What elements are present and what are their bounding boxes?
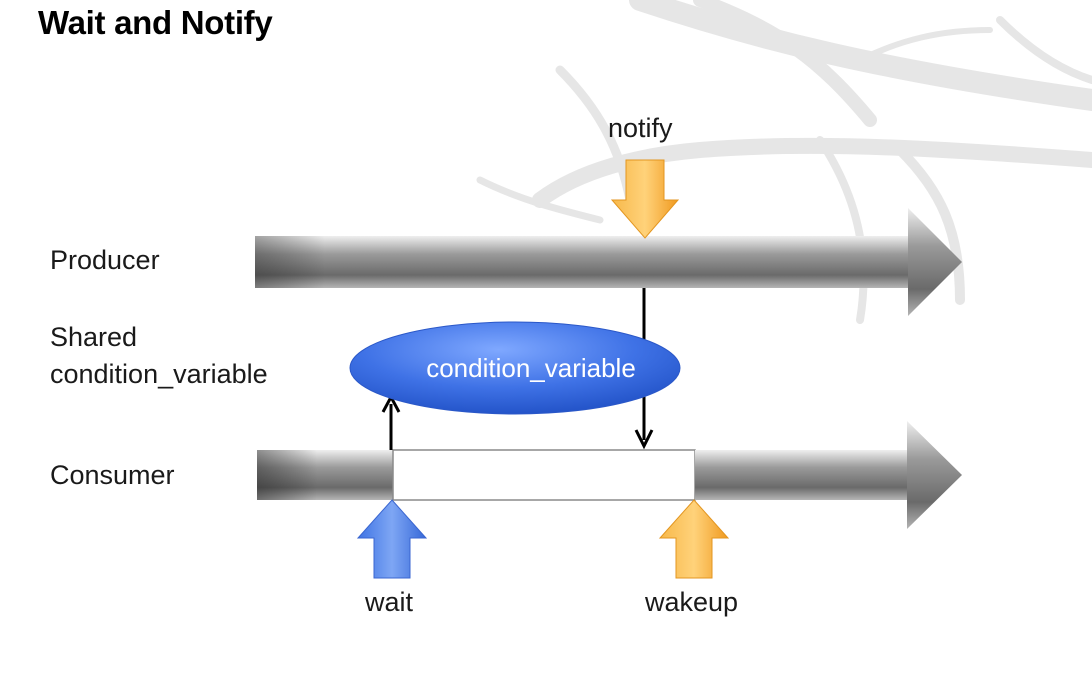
wakeup-arrow-icon xyxy=(658,499,730,579)
slide-title: Wait and Notify xyxy=(38,4,273,41)
condition-variable-label: condition_variable xyxy=(426,353,636,383)
notify-label: notify xyxy=(608,113,673,143)
consumer-resumed-arrow xyxy=(695,421,962,529)
consumer-label: Consumer xyxy=(50,460,175,490)
wait-signal-line xyxy=(381,393,401,450)
wait-arrow-icon xyxy=(356,499,428,579)
wait-label: wait xyxy=(365,587,414,617)
producer-label: Producer xyxy=(50,245,160,275)
condition-variable-ellipse xyxy=(349,321,681,415)
consumer-blocked-segment xyxy=(392,449,696,501)
consumer-running-segment xyxy=(257,450,393,500)
notify-arrow-icon xyxy=(610,159,680,239)
background-tree-decoration xyxy=(476,0,1092,324)
shared-label-line1: Shared xyxy=(50,322,138,352)
wakeup-label: wakeup xyxy=(645,587,739,617)
producer-thread-arrow xyxy=(255,208,962,316)
shared-label-line2: condition_variable xyxy=(50,359,268,389)
